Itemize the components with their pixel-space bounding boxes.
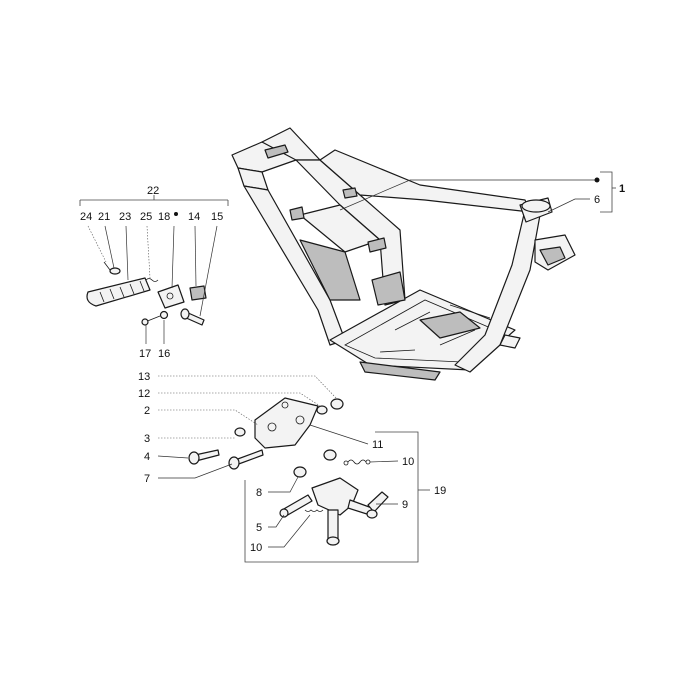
callout-15: 15	[211, 211, 223, 223]
callout-4: 4	[144, 451, 150, 463]
callout-10-bottom: 10	[250, 542, 262, 554]
callout-8: 8	[256, 487, 262, 499]
callout-22: 22	[147, 185, 159, 197]
leader-10-top	[369, 460, 399, 463]
callout-14: 14	[188, 211, 200, 223]
leader-4	[157, 455, 189, 459]
scooter-frame	[231, 127, 576, 381]
callout-3: 3	[144, 433, 150, 445]
leader-8	[268, 476, 299, 493]
callout-17: 17	[139, 348, 151, 360]
callout-10-top: 10	[402, 456, 414, 468]
leader-18	[171, 225, 175, 289]
leader-7	[158, 463, 233, 479]
callout-2: 2	[144, 405, 150, 417]
callout-12: 12	[138, 388, 150, 400]
callout-11: 11	[372, 439, 383, 451]
leader-21	[104, 225, 115, 269]
group-bracket-1	[600, 171, 613, 213]
callout-24: 24	[80, 211, 92, 223]
leader-10-bottom	[268, 514, 311, 548]
leader-13	[158, 375, 338, 400]
leader-15	[199, 225, 218, 317]
callout-25: 25	[140, 211, 152, 223]
leader-2	[158, 409, 259, 426]
callout-23: 23	[119, 211, 131, 223]
callout-9: 9	[402, 499, 408, 511]
callout-16: 16	[158, 348, 170, 360]
leader-6	[547, 198, 590, 213]
leader-1	[339, 179, 597, 211]
leader-18-dot	[174, 212, 178, 216]
leader-14	[194, 225, 197, 287]
callout-1: 1	[619, 183, 625, 195]
leader-24	[87, 225, 107, 263]
callout-18: 18	[158, 211, 170, 223]
callout-6: 6	[594, 194, 600, 206]
leader-12	[158, 392, 321, 407]
leader-1-dot	[594, 177, 600, 183]
leader-5	[268, 514, 285, 528]
callout-13: 13	[138, 371, 150, 383]
leader-25	[146, 225, 151, 279]
stand-assembly	[188, 397, 389, 546]
callout-7: 7	[144, 473, 150, 485]
leader-11	[309, 424, 369, 445]
callout-19: 19	[434, 485, 446, 497]
callout-5: 5	[256, 522, 262, 534]
callout-21: 21	[98, 211, 110, 223]
group-bracket-19	[244, 431, 419, 563]
footrest-assembly	[86, 261, 207, 326]
leader-23	[125, 225, 129, 281]
